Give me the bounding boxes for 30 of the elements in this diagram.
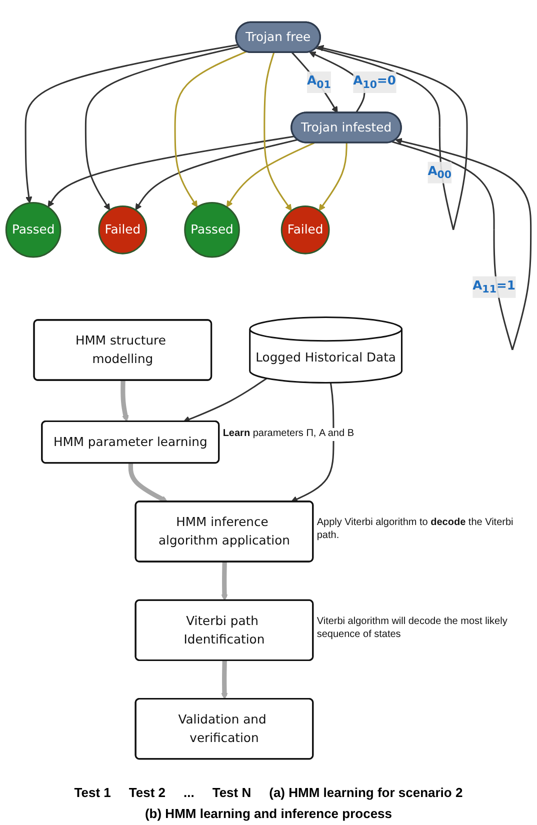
edge-label: A$_{11}$=1 <box>472 278 516 296</box>
node-circle <box>184 202 240 258</box>
arrow <box>84 46 240 210</box>
label-text: Test 1 <box>74 785 111 800</box>
label-text: (b) HMM learning and inference process <box>144 806 392 821</box>
arrow <box>292 52 338 114</box>
arrow <box>24 44 238 204</box>
arrow <box>221 660 228 700</box>
arrow <box>316 44 468 230</box>
node-circle <box>280 205 330 254</box>
edge-label: A$_{10}$=0 <box>353 72 396 91</box>
arrow <box>48 136 295 208</box>
label-text: ... <box>184 785 194 800</box>
arrow <box>226 142 315 208</box>
edge-label: A$_{00}$ <box>428 163 452 182</box>
label-text: Test N <box>212 785 252 800</box>
arrow <box>120 380 129 422</box>
node-circle <box>5 202 62 258</box>
edge-label: A$_{01}$ <box>307 72 331 91</box>
node-circle <box>98 205 148 254</box>
arrow <box>318 142 348 211</box>
arrow <box>264 52 292 211</box>
arrow <box>128 463 168 502</box>
arrow <box>174 50 247 208</box>
arrow <box>221 562 228 601</box>
arrow <box>183 378 268 422</box>
arrow <box>290 382 334 502</box>
label-text: (a) HMM learning for scenario 2 <box>269 785 463 800</box>
label-text: Test 2 <box>128 785 166 800</box>
arrow <box>135 138 298 210</box>
